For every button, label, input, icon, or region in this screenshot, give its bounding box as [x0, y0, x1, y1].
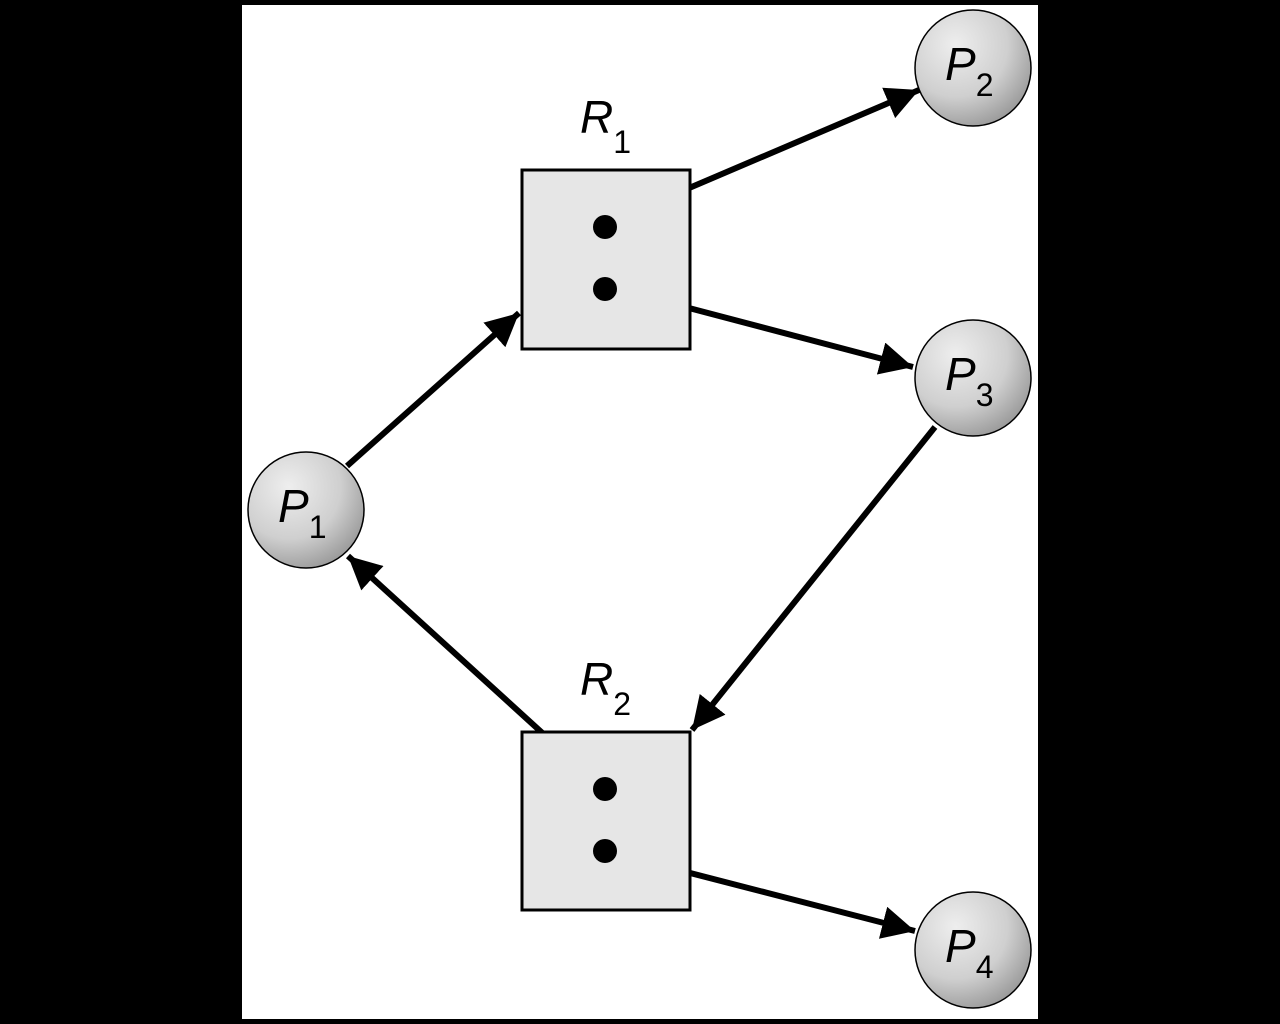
resource-instance-dot: [593, 215, 617, 239]
resource-r2: R2: [520, 653, 692, 912]
process-p3: P3: [914, 319, 1032, 437]
process-p4: P4: [914, 891, 1032, 1009]
resource-instance-dot: [593, 277, 617, 301]
resource-r1: R1: [520, 91, 692, 351]
edge-p3-r2: [689, 425, 938, 732]
process-p1: P1: [247, 451, 365, 569]
resource-instance-dot: [593, 777, 617, 801]
resource-label: R2: [580, 653, 631, 722]
resource-instance-dot: [593, 839, 617, 863]
edge-p1-r1: [345, 310, 521, 469]
process-label: P2: [945, 38, 993, 103]
process-label: P4: [945, 920, 993, 985]
process-label: P3: [945, 348, 993, 413]
process-p2: P2: [914, 9, 1032, 127]
process-label: P1: [278, 480, 326, 545]
resource-label: R1: [580, 91, 631, 160]
